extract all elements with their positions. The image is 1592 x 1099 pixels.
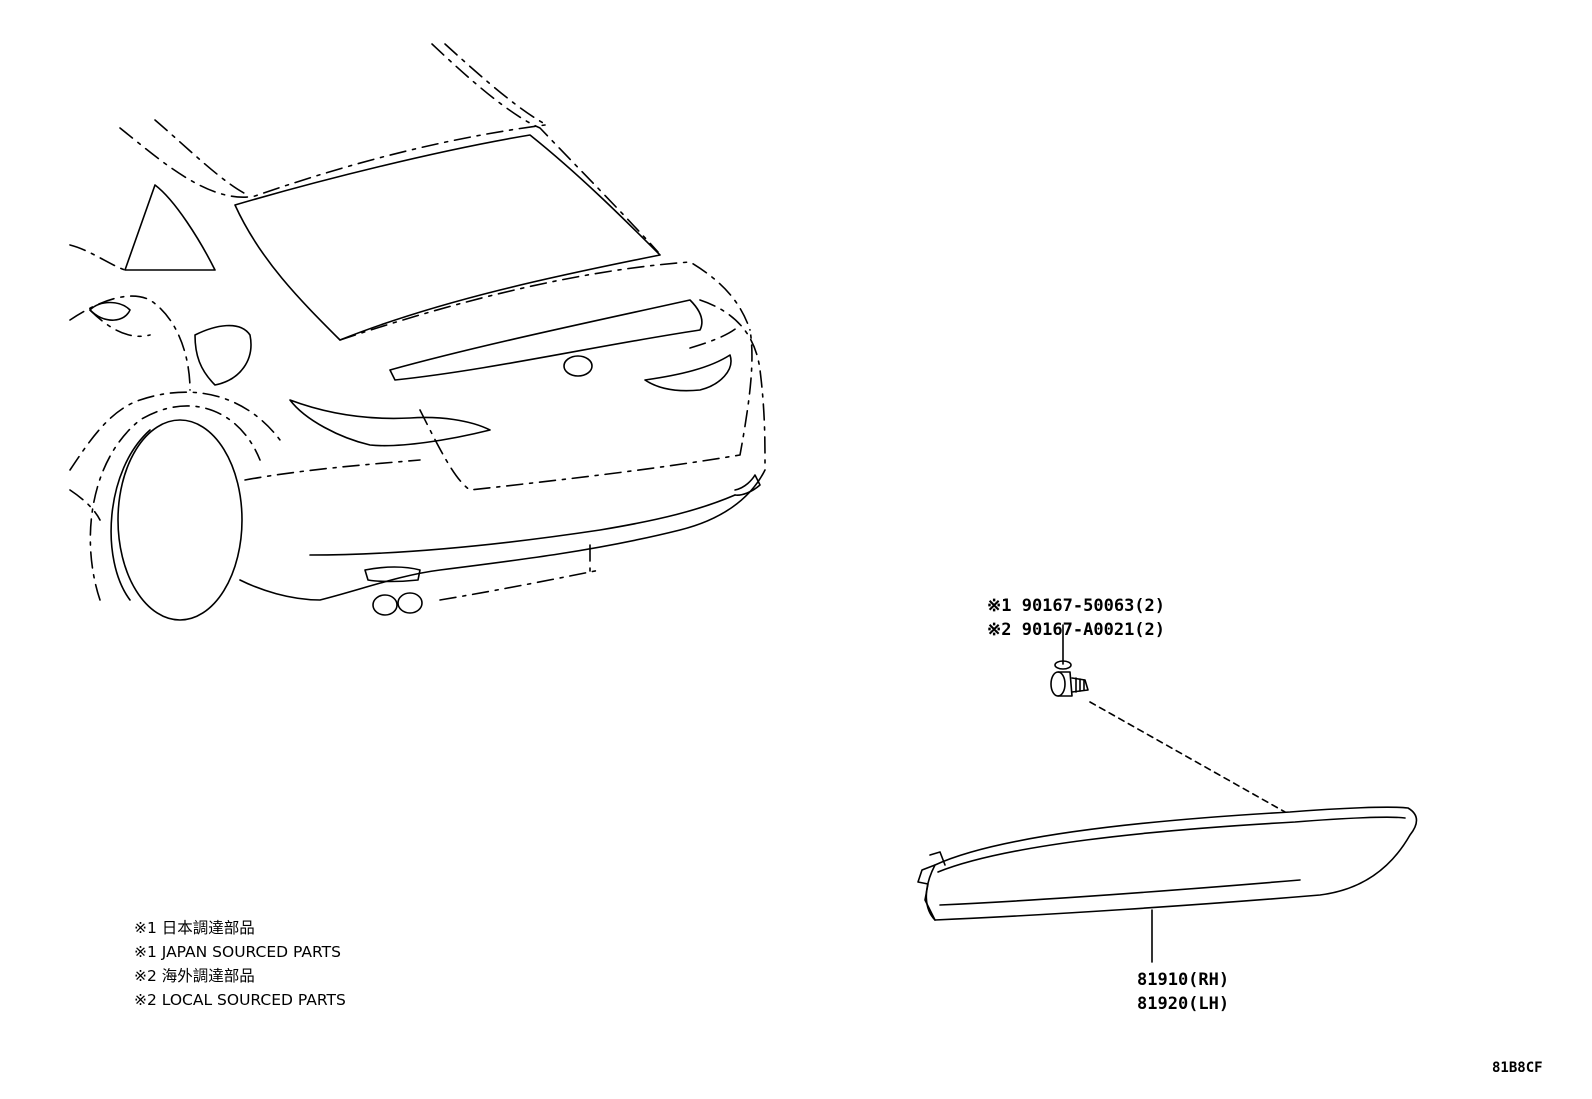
illustration-code: 81B8CF <box>1492 1060 1543 1076</box>
note-line: ※1 JAPAN SOURCED PARTS <box>134 943 341 961</box>
part-callout: 81910(RH) 81920(LH) <box>1137 968 1229 1016</box>
note-line: ※2 海外調達部品 <box>134 967 255 985</box>
fastener-assembly-line <box>1089 701 1286 813</box>
note-line: ※2 LOCAL SOURCED PARTS <box>134 991 346 1009</box>
rear-reflector-part <box>917 806 1418 921</box>
note-line: ※1 日本調達部品 <box>134 919 255 937</box>
vehicle-outline <box>69 43 766 621</box>
fastener-part-number-local: ※2 90167-A0021(2) <box>987 620 1166 640</box>
part-number-lh: 81920(LH) <box>1137 994 1230 1014</box>
fastener-part-number-japan: ※1 90167-50063(2) <box>987 596 1166 616</box>
legend-notes: ※1 日本調達部品 ※1 JAPAN SOURCED PARTS ※2 海外調達… <box>134 916 346 1012</box>
part-number-rh: 81910(RH) <box>1137 970 1230 990</box>
fastener-bolt <box>1050 660 1089 697</box>
fastener-callout: ※1 90167-50063(2) ※2 90167-A0021(2) <box>987 594 1165 642</box>
